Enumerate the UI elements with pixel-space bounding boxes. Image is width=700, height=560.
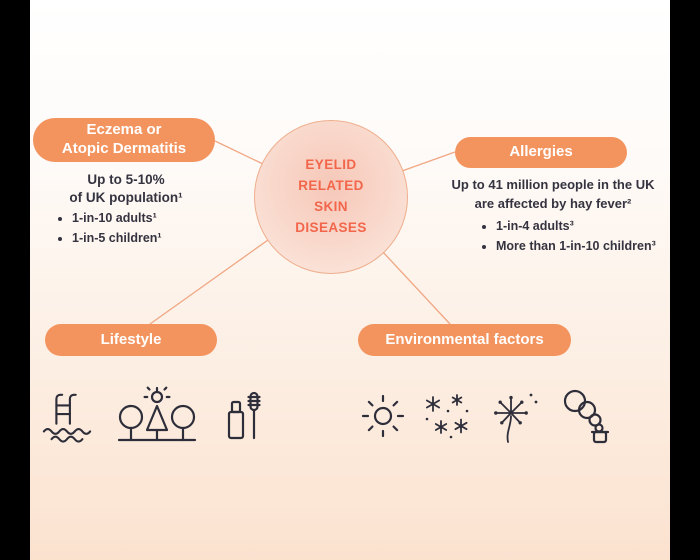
allergies-stat: Up to 41 million people in the UK are af… [451, 177, 655, 211]
center-title: EYELID RELATED SKIN DISEASES [295, 157, 367, 235]
pollen-icon [420, 391, 470, 441]
infographic-content: EYELID RELATED SKIN DISEASES Eczema or A… [30, 0, 670, 560]
sun-icon [360, 393, 406, 439]
pool-icon [40, 386, 94, 446]
eczema-bullets: 1-in-10 adults¹ 1-in-5 children¹ [54, 208, 162, 248]
dandelion-icon [484, 386, 540, 446]
lifestyle-pill: Lifestyle [45, 324, 217, 356]
bullet-item: 1-in-5 children¹ [72, 228, 162, 248]
bullet-item: More than 1-in-10 children³ [496, 236, 656, 256]
allergies-bullets: 1-in-4 adults³ More than 1-in-10 childre… [478, 216, 656, 256]
eczema-pill: Eczema or Atopic Dermatitis [33, 118, 215, 162]
environmental-pill: Environmental factors [358, 324, 571, 356]
environmental-icons-row [360, 386, 612, 446]
allergies-pill: Allergies [455, 137, 627, 168]
smoke-icon [554, 386, 612, 446]
center-circle: EYELID RELATED SKIN DISEASES [254, 120, 408, 274]
bullet-item: 1-in-10 adults¹ [72, 208, 162, 228]
mascara-icon [220, 386, 266, 446]
lifestyle-icons-row [40, 386, 266, 446]
bullet-item: 1-in-4 adults³ [496, 216, 656, 236]
eczema-stat: Up to 5-10% of UK population¹ [69, 172, 183, 206]
connector-lines [149, 140, 456, 325]
trees-icon [114, 386, 200, 446]
